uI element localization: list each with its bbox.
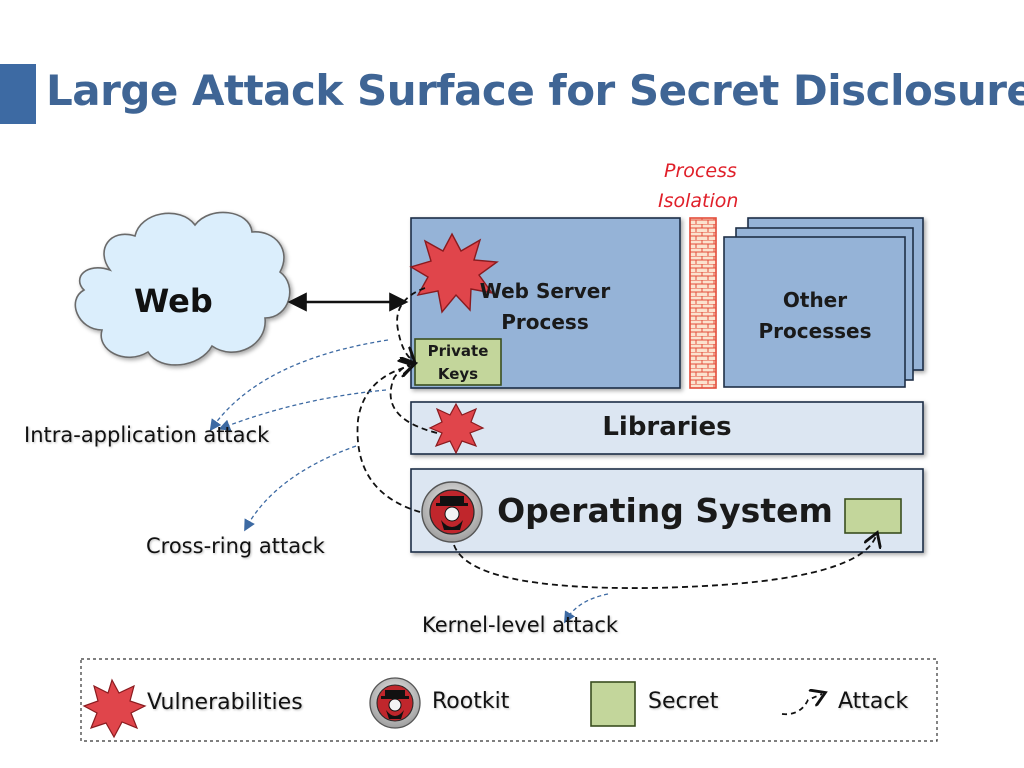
- process-isolation-label-line1: Process: [664, 160, 737, 182]
- title-accent-bar: [0, 64, 36, 124]
- web-server-process-label: Web Server Process: [470, 276, 620, 338]
- operating-system-label: Operating System: [497, 491, 833, 530]
- vulnerability-star-icon: [409, 232, 499, 314]
- private-keys-label-line1: Private: [427, 342, 489, 360]
- operating-system-box: [410, 468, 924, 553]
- legend-rootkit-label: Rootkit: [432, 689, 510, 714]
- libraries-box: [410, 401, 924, 455]
- slide-title: Large Attack Surface for Secret Disclosu…: [46, 66, 1024, 115]
- web-server-label-line2: Process: [501, 310, 589, 334]
- secret-icon: [590, 681, 636, 727]
- firewall-icon: [689, 217, 717, 389]
- cloud-icon: [74, 211, 291, 366]
- rootkit-icon: [421, 481, 483, 543]
- legend-secret-label: Secret: [648, 689, 719, 714]
- other-processes-box: [723, 217, 924, 388]
- kernel-level-attack-label: Kernel-level attack: [422, 613, 619, 637]
- private-keys-label: Private Keys: [415, 340, 501, 386]
- web-label: Web: [134, 282, 213, 320]
- other-processes-label-line1: Other: [782, 288, 848, 312]
- other-processes-label: Other Processes: [732, 285, 898, 347]
- legend-attack-label: Attack: [838, 689, 909, 714]
- private-keys-box: [414, 338, 502, 386]
- process-isolation-label-line2: Isolation: [658, 190, 739, 212]
- cross-ring-attack-label: Cross-ring attack: [146, 534, 325, 558]
- intra-application-attack-label: Intra-application attack: [24, 423, 270, 447]
- web-server-label-line1: Web Server: [479, 279, 611, 303]
- private-keys-label-line2: Keys: [437, 365, 479, 383]
- rootkit-icon: [369, 677, 421, 729]
- attack-paths: [356, 287, 876, 589]
- attack-arrow-icon: [781, 694, 822, 716]
- vulnerability-star-icon: [428, 402, 485, 455]
- secret-icon: [844, 498, 902, 534]
- legend-vulnerabilities-label: Vulnerabilities: [147, 690, 303, 715]
- other-processes-label-line2: Processes: [758, 319, 872, 343]
- legend-frame: [80, 658, 938, 742]
- libraries-label: Libraries: [602, 412, 732, 442]
- vulnerability-star-icon: [82, 678, 147, 739]
- attack-label-pointers: [209, 339, 609, 624]
